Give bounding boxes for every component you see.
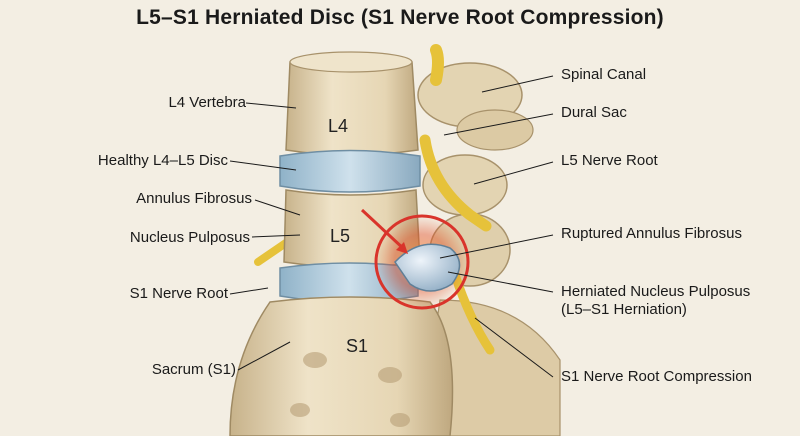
vertebra-label-l5: L5 [330, 226, 351, 246]
label-herniated-line1: Herniated Nucleus Pulposus [561, 283, 751, 300]
label-s1-compression: S1 Nerve Root Compression [561, 368, 752, 385]
diagram-title: L5–S1 Herniated Disc (S1 Nerve Root Comp… [136, 6, 664, 29]
sacrum [229, 296, 454, 436]
vertebra-label-l4: L4 [328, 116, 349, 136]
leader-lines [229, 75, 554, 378]
herniation-site [360, 208, 470, 310]
l4-vertebra [285, 51, 419, 156]
label-l4-vertebra: L4 Vertebra [168, 94, 246, 111]
label-herniated-line2: (L5–S1 Herniation) [561, 301, 687, 318]
label-spinal-canal: Spinal Canal [561, 66, 647, 83]
vertebra-label-s1: S1 [346, 336, 369, 356]
label-nucleus-pulposus: Nucleus Pulposus [129, 229, 250, 246]
l4-l5-disc [279, 149, 421, 193]
label-annulus-fibrosus: Annulus Fibrosus [136, 190, 252, 207]
label-dural-sac: Dural Sac [561, 104, 627, 121]
label-ruptured-annulus: Ruptured Annulus Fibrosus [561, 225, 742, 242]
label-herniated-nucleus: Herniated Nucleus Pulposus (L5–S1 Hernia… [561, 283, 750, 319]
label-l5-nerve-root: L5 Nerve Root [561, 152, 658, 169]
label-sacrum: Sacrum (S1) [151, 361, 236, 378]
label-healthy-disc: Healthy L4–L5 Disc [97, 152, 228, 169]
label-s1-nerve-root: S1 Nerve Root [129, 285, 228, 302]
